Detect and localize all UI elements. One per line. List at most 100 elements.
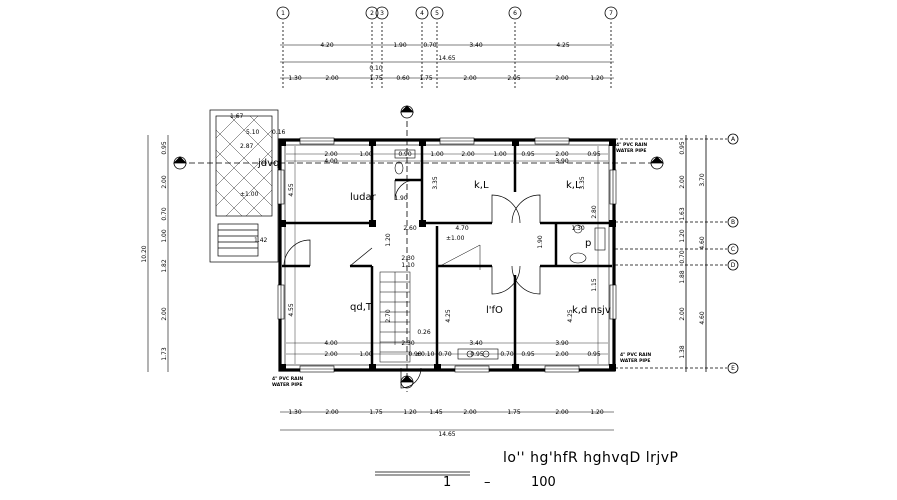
- grid-label-7: 7: [609, 10, 613, 17]
- svg-text:14.65: 14.65: [438, 55, 455, 62]
- svg-text:1.75: 1.75: [369, 75, 383, 82]
- scale-left: 1: [443, 475, 451, 490]
- scale-right: 100: [531, 475, 556, 490]
- svg-text:WATER PIPE: WATER PIPE: [620, 358, 650, 364]
- svg-text:2.00: 2.00: [325, 409, 339, 416]
- scale-bar: [375, 471, 470, 476]
- svg-text:1.90: 1.90: [394, 195, 408, 202]
- svg-text:0.95: 0.95: [587, 151, 601, 158]
- svg-text:2.60: 2.60: [403, 225, 417, 232]
- svg-text:4.20: 4.20: [320, 42, 334, 49]
- svg-text:4.55: 4.55: [288, 303, 295, 317]
- svg-text:1.30: 1.30: [571, 225, 585, 232]
- top-grid-labels: 1 2 3 4 5 6 7: [281, 10, 613, 17]
- svg-text:2.00: 2.00: [324, 351, 338, 358]
- svg-text:4" PVC RAIN: 4" PVC RAIN: [616, 142, 647, 148]
- svg-text:0.95: 0.95: [587, 351, 601, 358]
- svg-text:2.30: 2.30: [401, 255, 415, 262]
- grid-label-3: 3: [380, 10, 384, 17]
- svg-text:3.90: 3.90: [555, 158, 569, 165]
- svg-text:2.00: 2.00: [161, 307, 168, 321]
- svg-text:1.00: 1.00: [359, 351, 373, 358]
- svg-text:E: E: [731, 365, 735, 372]
- right-grid-markers: [615, 133, 739, 374]
- right-dimension-inner: 0.95 2.00 1.63 1.20 0.70 1.88 2.00 1.38: [679, 141, 686, 359]
- svg-text:0.70: 0.70: [679, 250, 686, 264]
- svg-text:0.95: 0.95: [679, 141, 686, 155]
- bottom-dimension-row: 1.30 2.00 1.75 1.20 1.45 2.00 1.75 2.00 …: [288, 409, 604, 438]
- svg-text:±1.00: ±1.00: [240, 191, 259, 198]
- svg-text:2.30: 2.30: [401, 340, 415, 347]
- svg-text:14.65: 14.65: [438, 431, 455, 438]
- svg-text:4.25: 4.25: [567, 309, 574, 323]
- grid-label-2: 2: [370, 10, 374, 17]
- svg-text:0.95: 0.95: [470, 351, 484, 358]
- svg-text:0.90: 0.90: [408, 351, 422, 358]
- svg-text:2.00: 2.00: [555, 409, 569, 416]
- top-dimension-row1: 4.20 1.90 0.70 3.40 4.25 14.65 0.10: [320, 42, 570, 72]
- svg-text:2.87: 2.87: [240, 143, 254, 150]
- svg-text:0.95: 0.95: [161, 141, 168, 155]
- svg-text:2.00: 2.00: [161, 175, 168, 189]
- svg-text:2.05: 2.05: [507, 75, 521, 82]
- svg-text:0.95: 0.95: [521, 351, 535, 358]
- right-grid-labels: A B C D E: [731, 136, 736, 372]
- svg-text:1.45: 1.45: [429, 409, 443, 416]
- svg-text:1.90: 1.90: [393, 42, 407, 49]
- svg-text:4" PVC RAIN: 4" PVC RAIN: [620, 352, 651, 358]
- grid-label-4: 4: [420, 10, 424, 17]
- svg-text:4.55: 4.55: [288, 183, 295, 197]
- grid-label-6: 6: [513, 10, 517, 17]
- svg-text:2.00: 2.00: [463, 409, 477, 416]
- grid-label-5: 5: [435, 10, 439, 17]
- svg-text:3.35: 3.35: [579, 176, 586, 190]
- svg-text:3.40: 3.40: [469, 340, 483, 347]
- svg-text:0.90: 0.90: [398, 151, 412, 158]
- top-grid-markers: [276, 6, 618, 88]
- svg-text:2.00: 2.00: [679, 307, 686, 321]
- left-total-dimension: 10.20: [141, 245, 148, 262]
- rain-pipe-notes: 4" PVC RAIN WATER PIPE 4" PVC RAIN WATER…: [272, 142, 651, 388]
- external-stair-annex: [209, 109, 279, 263]
- room-label-7: k,d nsjv: [572, 305, 611, 316]
- svg-text:4.60: 4.60: [699, 236, 706, 250]
- interior-walls: [282, 142, 612, 368]
- drawing-title: lo'' hg'hfR hghvqD lrjvP: [503, 450, 679, 466]
- svg-text:4" PVC RAIN: 4" PVC RAIN: [272, 376, 303, 382]
- svg-text:0.16: 0.16: [272, 129, 286, 136]
- right-dimension-outer: 3.70 4.60 4.60: [699, 173, 706, 325]
- svg-text:4.70: 4.70: [455, 225, 469, 232]
- scale-separator: –: [484, 475, 491, 490]
- svg-text:3.40: 3.40: [469, 42, 483, 49]
- svg-text:1.20: 1.20: [590, 409, 604, 416]
- room-label-2: ludar: [350, 192, 377, 203]
- left-dimension-outer: 0.95 2.00 0.70 1.00 1.82 2.00 1.73: [161, 141, 168, 361]
- svg-text:1.00: 1.00: [430, 151, 444, 158]
- svg-text:1.20: 1.20: [385, 233, 392, 247]
- svg-text:0.60: 0.60: [396, 75, 410, 82]
- svg-text:3.35: 3.35: [432, 176, 439, 190]
- annex-dimensions: 1.67 5.10 0.16 2.87 1.42 ±1.00: [230, 113, 286, 244]
- svg-text:3.90: 3.90: [555, 340, 569, 347]
- svg-text:1.38: 1.38: [679, 345, 686, 359]
- svg-text:4.25: 4.25: [556, 42, 570, 49]
- svg-text:1.00: 1.00: [161, 229, 168, 243]
- svg-text:1.10: 1.10: [401, 262, 415, 269]
- svg-text:1.30: 1.30: [288, 409, 302, 416]
- svg-text:4.25: 4.25: [445, 309, 452, 323]
- svg-text:WATER PIPE: WATER PIPE: [616, 148, 646, 154]
- room-label-5: qd,T: [350, 302, 373, 313]
- svg-text:4.60: 4.60: [699, 311, 706, 325]
- svg-text:5.10: 5.10: [246, 129, 260, 136]
- svg-text:2.00: 2.00: [324, 151, 338, 158]
- windows: [277, 137, 617, 373]
- doors: [283, 179, 541, 389]
- svg-text:3.70: 3.70: [699, 173, 706, 187]
- svg-text:C: C: [731, 246, 735, 253]
- svg-text:2.00: 2.00: [461, 151, 475, 158]
- svg-text:1.75: 1.75: [419, 75, 433, 82]
- svg-text:0.95: 0.95: [521, 151, 535, 158]
- svg-text:1.75: 1.75: [369, 409, 383, 416]
- columns: [279, 139, 616, 371]
